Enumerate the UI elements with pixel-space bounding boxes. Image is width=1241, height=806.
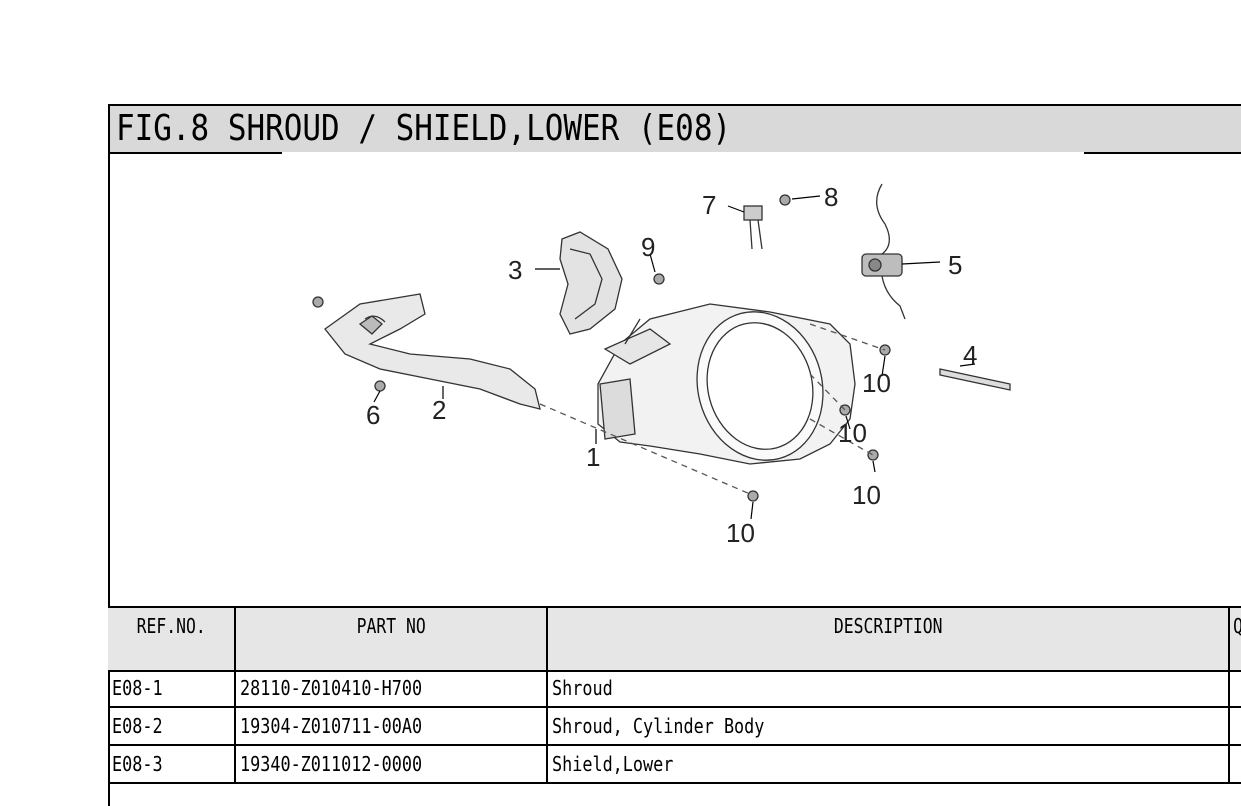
callout-1: 1 (586, 442, 600, 472)
exploded-parts-diagram: 1 2 3 4 5 6 7 8 9 10 10 10 10 (312, 182, 1011, 548)
title-bar (110, 106, 1241, 152)
title-underline (1084, 152, 1241, 154)
header-qty: Q (1228, 608, 1241, 670)
cell-ref-no: E08-2 (112, 714, 163, 738)
cell-ref-no: E08-1 (112, 676, 163, 700)
cell-ref-no: E08-3 (112, 752, 163, 776)
screw-parts (312, 194, 891, 502)
callout-9: 9 (641, 232, 655, 262)
cell-qty (1228, 746, 1241, 782)
table-header: REF.NO. PART NO DESCRIPTION Q (108, 606, 1241, 672)
header-description: DESCRIPTION (546, 608, 1228, 670)
switch-part (861, 183, 906, 320)
shroud-housing-part (597, 303, 856, 465)
cylinder-shroud-part (559, 231, 623, 335)
callout-8: 8 (824, 182, 838, 212)
callout-3: 3 (508, 255, 522, 285)
figure-frame (108, 104, 1241, 806)
callout-4: 4 (963, 340, 977, 370)
cell-part-no: 28110-Z010410-H700 (234, 670, 546, 706)
connector-part (743, 205, 763, 250)
parts-sheet: FIG.8 SHROUD / SHIELD,LOWER (E08) (108, 104, 1241, 806)
cell-qty (1228, 670, 1241, 706)
leader-lines (373, 195, 976, 520)
callout-2: 2 (432, 395, 446, 425)
callout-10: 10 (852, 480, 881, 510)
header-part-no: PART NO (234, 608, 546, 670)
strap-part (939, 368, 1011, 391)
callout-7: 7 (702, 190, 716, 220)
title-underline (110, 152, 282, 154)
cell-description: Shield,Lower (546, 746, 1228, 782)
header-ref-no: REF.NO. (136, 614, 206, 638)
figure-title: FIG.8 SHROUD / SHIELD,LOWER (E08) (116, 108, 732, 149)
cell-part-no: 19340-Z011012-0000 (234, 746, 546, 782)
table-row: E08-2 19304-Z010711-00A0 Shroud, Cylinde… (108, 708, 1241, 746)
cell-qty (1228, 708, 1241, 744)
callout-6: 6 (366, 400, 380, 430)
cell-description: Shroud, Cylinder Body (546, 708, 1228, 744)
table-row: E08-3 19340-Z011012-0000 Shield,Lower (108, 746, 1241, 784)
lower-shield-part (324, 293, 541, 410)
assembly-lines (539, 323, 886, 495)
cell-description: Shroud (546, 670, 1228, 706)
callout-10: 10 (862, 368, 891, 398)
callout-10: 10 (838, 418, 867, 448)
table-row: E08-1 28110-Z010410-H700 Shroud (108, 670, 1241, 708)
callout-10: 10 (726, 518, 755, 548)
cell-part-no: 19304-Z010711-00A0 (234, 708, 546, 744)
callout-5: 5 (948, 250, 962, 280)
